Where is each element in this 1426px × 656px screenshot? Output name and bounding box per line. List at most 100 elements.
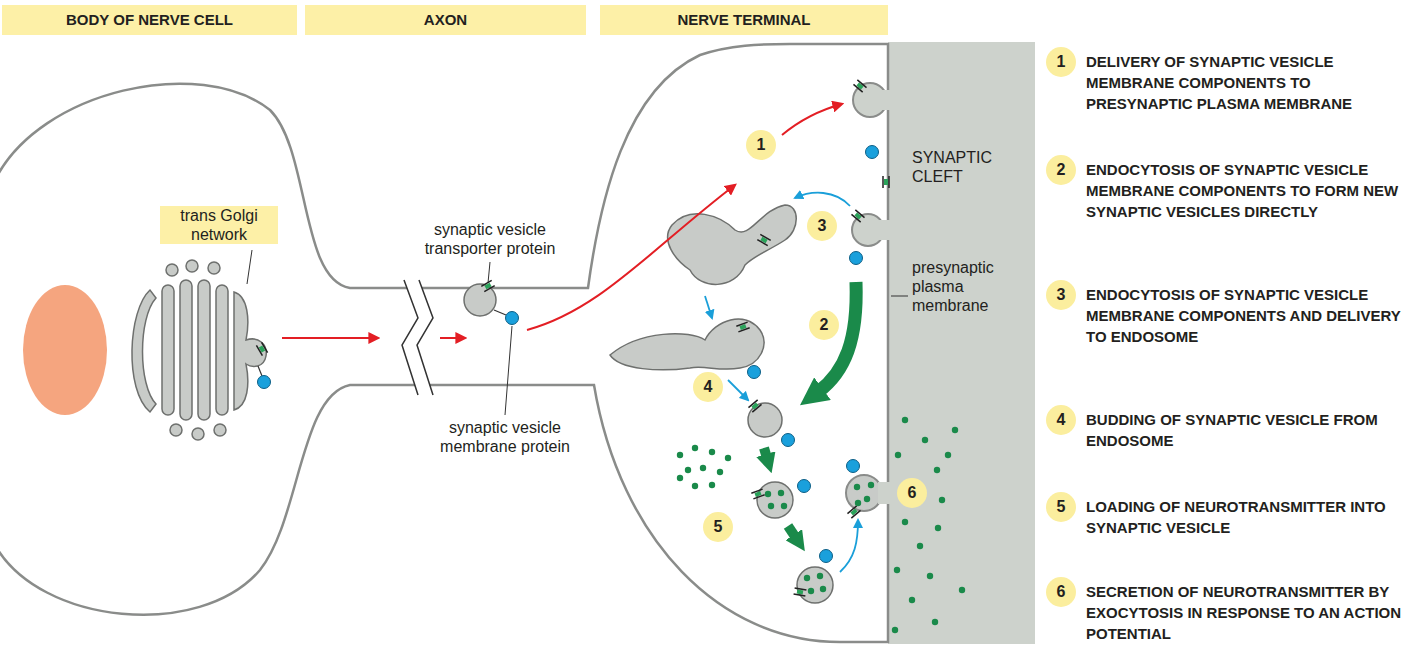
callout-number: 3	[807, 211, 837, 241]
membrane-buds	[851, 210, 864, 222]
axon-break	[402, 280, 433, 395]
golgi-apparatus	[162, 285, 174, 415]
neurotransmitter	[781, 503, 787, 509]
axon-break	[402, 280, 433, 395]
node-text: 4	[704, 372, 713, 402]
neurotransmitter	[959, 587, 965, 593]
step-description: ENDOCYTOSIS OF SYNAPTIC VESICLE MEMBRANE…	[1086, 159, 1411, 222]
step-description: DELIVERY OF SYNAPTIC VESICLE MEMBRANE CO…	[1086, 51, 1411, 114]
endosome	[736, 322, 749, 332]
axon-break	[402, 280, 433, 395]
neurotransmitter	[922, 437, 928, 443]
region-label: presynaptic plasma membrane	[912, 258, 1024, 315]
leader-line	[488, 262, 490, 283]
neurotransmitter	[700, 465, 706, 471]
golgi-apparatus	[198, 280, 210, 420]
neurotransmitter	[935, 525, 941, 531]
exocytosis-vesicle	[846, 460, 890, 519]
recycling-arrow	[795, 193, 850, 206]
neurotransmitter	[894, 567, 900, 573]
step-key: 3ENDOCYTOSIS OF SYNAPTIC VESICLE MEMBRAN…	[1046, 280, 1076, 310]
neurotransmitter	[927, 573, 933, 579]
golgi-apparatus	[214, 424, 226, 436]
part-label: synaptic vesicle transporter protein	[395, 220, 585, 258]
golgi-apparatus	[166, 264, 178, 276]
node-text: 3	[818, 211, 827, 241]
node-text: NERVE TERMINAL	[677, 5, 810, 35]
leader-line	[247, 250, 252, 284]
synaptic-vesicle	[820, 550, 833, 563]
recycling-arrow	[788, 526, 796, 538]
step-description: SECRETION OF NEUROTRANSMITTER BY EXOCYTO…	[1086, 581, 1411, 644]
leader-line	[891, 296, 908, 297]
neurotransmitter	[892, 627, 898, 633]
neurotransmitter	[692, 445, 698, 451]
neurotransmitter	[909, 597, 915, 603]
callout-number: 5	[703, 512, 733, 542]
neurotransmitter	[817, 573, 823, 579]
neurotransmitter	[952, 427, 958, 433]
membrane-buds	[866, 146, 879, 159]
golgi-apparatus	[132, 290, 156, 412]
neurotransmitter	[804, 575, 810, 581]
callout-number: 1	[746, 130, 776, 160]
golgi-apparatus	[192, 428, 204, 440]
golgi-apparatus	[258, 376, 271, 389]
nerve-cell-outline	[0, 44, 888, 642]
golgi-apparatus	[208, 262, 220, 274]
neurotransmitter	[692, 483, 698, 489]
neurotransmitter	[725, 455, 731, 461]
golgi-apparatus	[170, 424, 182, 436]
leader-line	[247, 250, 908, 415]
endosome	[610, 205, 796, 379]
transport-arrow	[527, 185, 735, 330]
nucleus	[23, 285, 107, 415]
recycling-arrow	[764, 448, 767, 458]
synaptic-vesicle	[797, 567, 833, 603]
step-key: 2ENDOCYTOSIS OF SYNAPTIC VESICLE MEMBRAN…	[1046, 155, 1076, 185]
membrane-buds	[880, 90, 890, 110]
axon-vesicle	[506, 312, 519, 325]
exocytosis-vesicle	[847, 460, 860, 473]
golgi-apparatus	[258, 366, 262, 376]
axon-vesicle	[464, 280, 519, 324]
golgi-apparatus	[180, 280, 192, 420]
neurotransmitter	[677, 475, 683, 481]
endosome	[668, 205, 797, 284]
node-text: 2	[1057, 155, 1066, 185]
neurotransmitter	[934, 467, 940, 473]
step-description: LOADING OF NEUROTRANSMITTER INTO SYNAPTI…	[1086, 496, 1411, 538]
membrane-buds	[879, 220, 890, 240]
neurotransmitter	[868, 482, 874, 488]
leader-line	[505, 326, 512, 415]
node-text: 1	[1057, 47, 1066, 77]
neurotransmitter	[854, 484, 860, 490]
node-text: 3	[1057, 280, 1066, 310]
golgi-apparatus	[256, 342, 267, 355]
neurotransmitter	[778, 490, 784, 496]
section-band: AXON	[305, 5, 586, 35]
node-text: 6	[1057, 577, 1066, 607]
node-text: 4	[1057, 405, 1066, 435]
neurotransmitter	[939, 497, 945, 503]
neurotransmitter	[945, 452, 951, 458]
synaptic-vesicle	[748, 400, 833, 603]
synaptic-cleft	[888, 42, 1035, 644]
region-label: SYNAPTIC CLEFT	[912, 148, 1024, 186]
membrane-buds	[850, 80, 891, 265]
golgi-apparatus	[186, 260, 198, 272]
nucleus	[23, 285, 107, 415]
neurotransmitter	[768, 503, 774, 509]
node-text: 6	[908, 478, 917, 508]
membrane-buds	[850, 252, 863, 265]
golgi-apparatus	[216, 285, 228, 415]
exocytosis-vesicle	[847, 506, 860, 518]
node-text: BODY OF NERVE CELL	[66, 5, 233, 35]
callout-number: 2	[809, 310, 839, 340]
neurotransmitter	[709, 482, 715, 488]
synaptic-vesicle	[751, 489, 764, 499]
section-band: NERVE TERMINAL	[600, 5, 888, 35]
neurotransmitter	[820, 586, 826, 592]
step-key: 4BUDDING OF SYNAPTIC VESICLE FROM ENDOSO…	[1046, 405, 1076, 435]
